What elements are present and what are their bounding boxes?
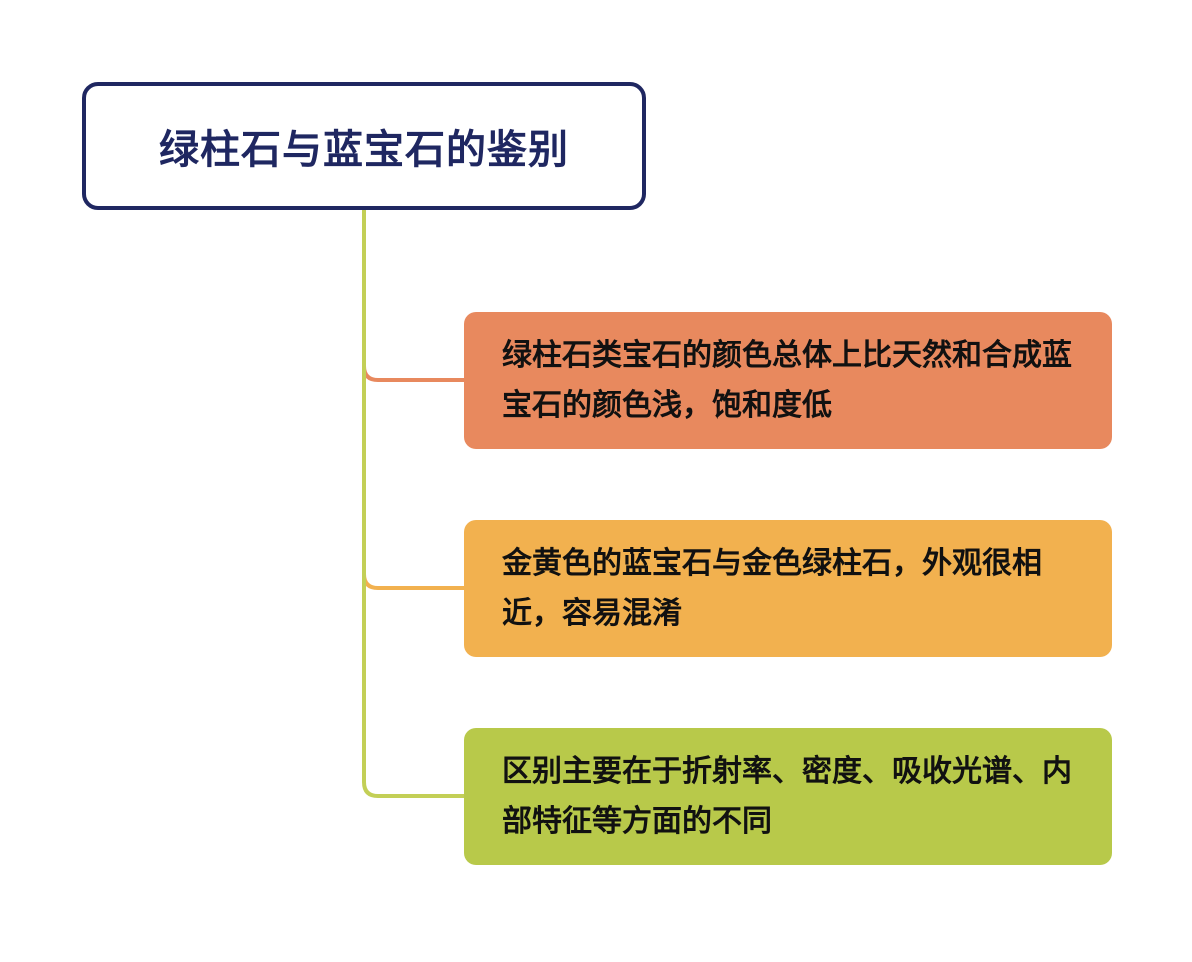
subtopic-label: 绿柱石类宝石的颜色总体上比天然和合成蓝宝石的颜色浅，饱和度低 bbox=[502, 337, 1072, 423]
connector-node-1 bbox=[362, 365, 464, 382]
subtopic-color-difference[interactable]: 绿柱石类宝石的颜色总体上比天然和合成蓝宝石的颜色浅，饱和度低 bbox=[464, 312, 1112, 449]
root-topic-label: 绿柱石与蓝宝石的鉴别 bbox=[159, 127, 569, 173]
subtopic-label: 金黄色的蓝宝石与金色绿柱石，外观很相近，容易混淆 bbox=[502, 545, 1042, 631]
subtopic-golden-confusion[interactable]: 金黄色的蓝宝石与金色绿柱石，外观很相近，容易混淆 bbox=[464, 520, 1112, 657]
connector-node-3 bbox=[362, 574, 464, 798]
subtopic-label: 区别主要在于折射率、密度、吸收光谱、内部特征等方面的不同 bbox=[502, 753, 1072, 839]
subtopic-distinguishing-features[interactable]: 区别主要在于折射率、密度、吸收光谱、内部特征等方面的不同 bbox=[464, 728, 1112, 865]
connector-node-2 bbox=[362, 573, 464, 590]
root-topic[interactable]: 绿柱石与蓝宝石的鉴别 bbox=[82, 82, 646, 210]
